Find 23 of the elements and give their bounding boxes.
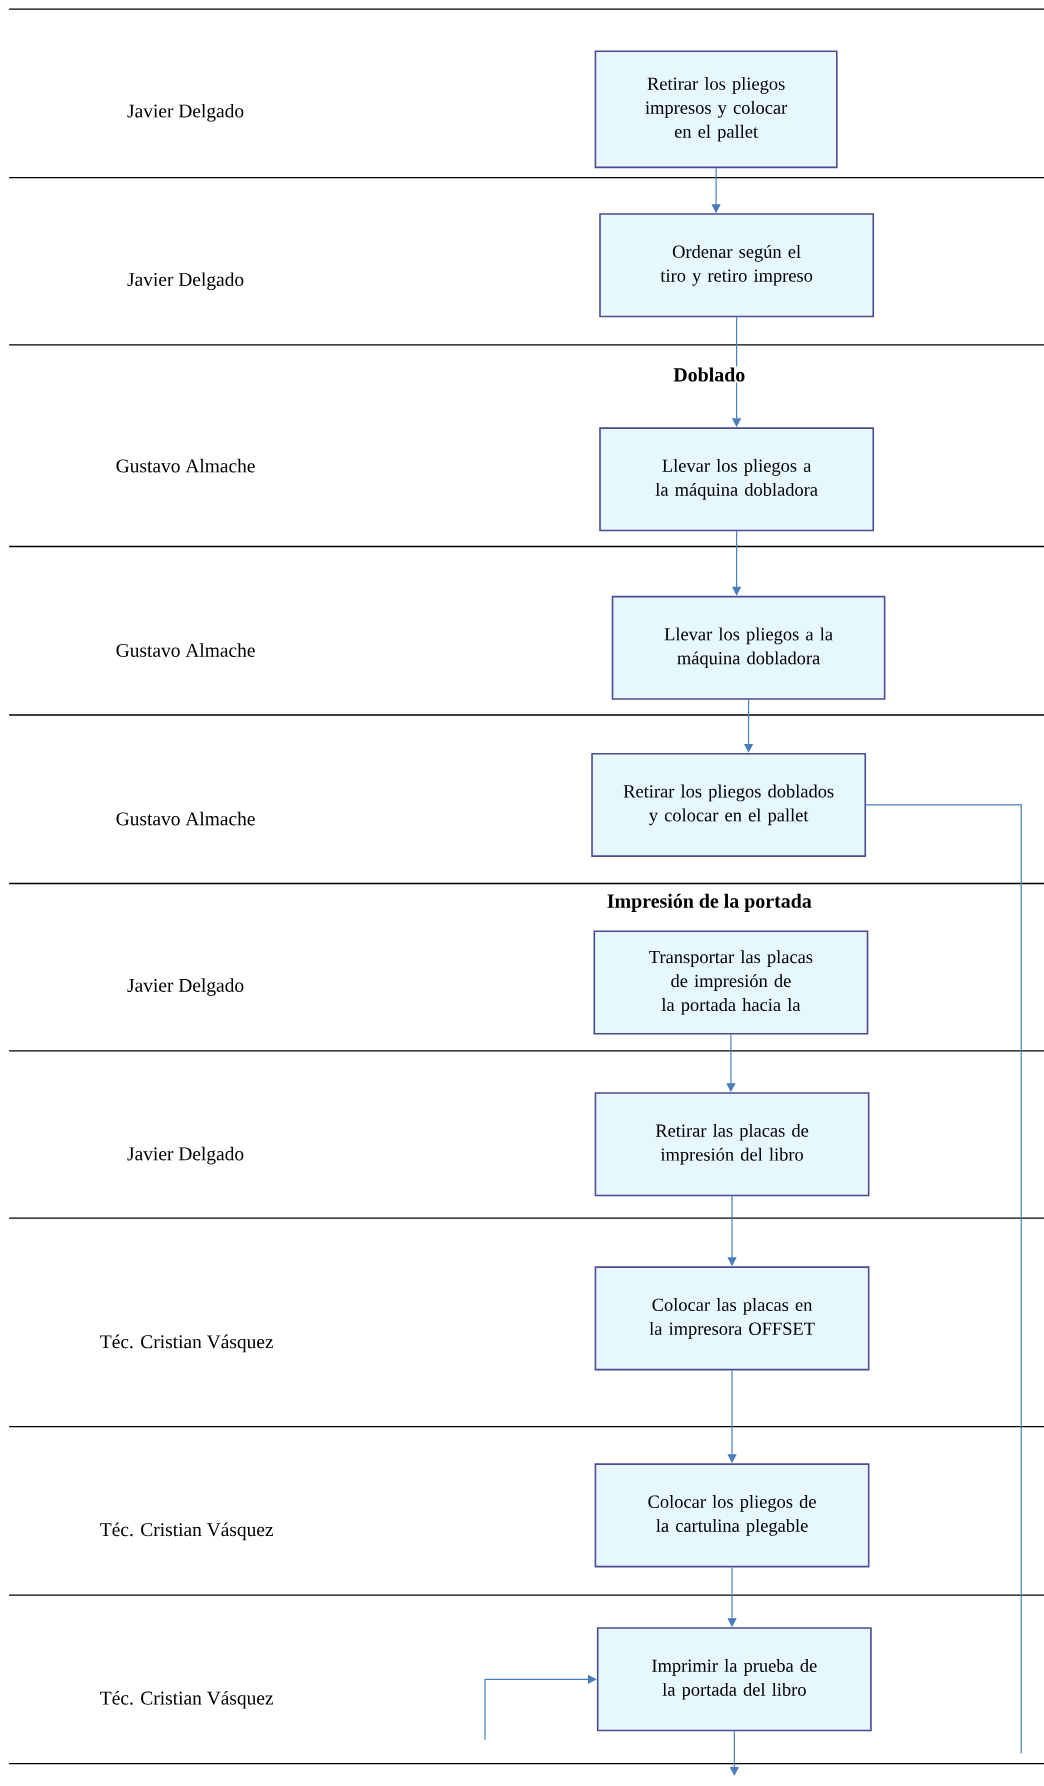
process-box: Transportar las placas de impresión de la portada hacia la [593,930,869,1035]
process-box: Imprimir la prueba de la portada del libro [596,1627,872,1732]
person-name: Javier Delgado [127,1146,244,1165]
process-box: Retirar los pliegos doblados y colocar en el pallet [591,752,867,857]
person-name: Gustavo Almache [116,643,255,657]
process-box: Colocar las placas en la impresora OFFSET [594,1266,870,1371]
section-heading: Impresión de la portada [605,892,813,913]
process-box: Colocar los pliegos de la cartulina plegable [594,1463,870,1568]
process-box: Ordenar según el tiro y retiro impreso [599,213,875,318]
arrow [484,1674,597,1741]
person-name: Javier Delgado [127,272,244,291]
process-box: Retirar los pliegos impresos y colocar en el pallet [594,50,838,169]
process-box: Llevar los pliegos a la máquina dobladora [599,427,875,532]
person-name: Téc. Cristian Vásquez [100,1522,274,1541]
person-name: Gustavo Almache [116,458,255,473]
person-name: Javier Delgado [127,978,244,996]
person-name: Téc. Cristian Vásquez [100,1691,274,1709]
person-name: Gustavo Almache [116,811,255,826]
section-heading: Doblado [672,366,747,383]
person-name: Téc. Cristian Vásquez [100,1334,274,1353]
process-box: Retirar las placas de impresión del libro [594,1092,870,1197]
process-box: Llevar los pliegos a la máquina dobladora [611,595,886,700]
person-name: Javier Delgado [127,103,244,122]
